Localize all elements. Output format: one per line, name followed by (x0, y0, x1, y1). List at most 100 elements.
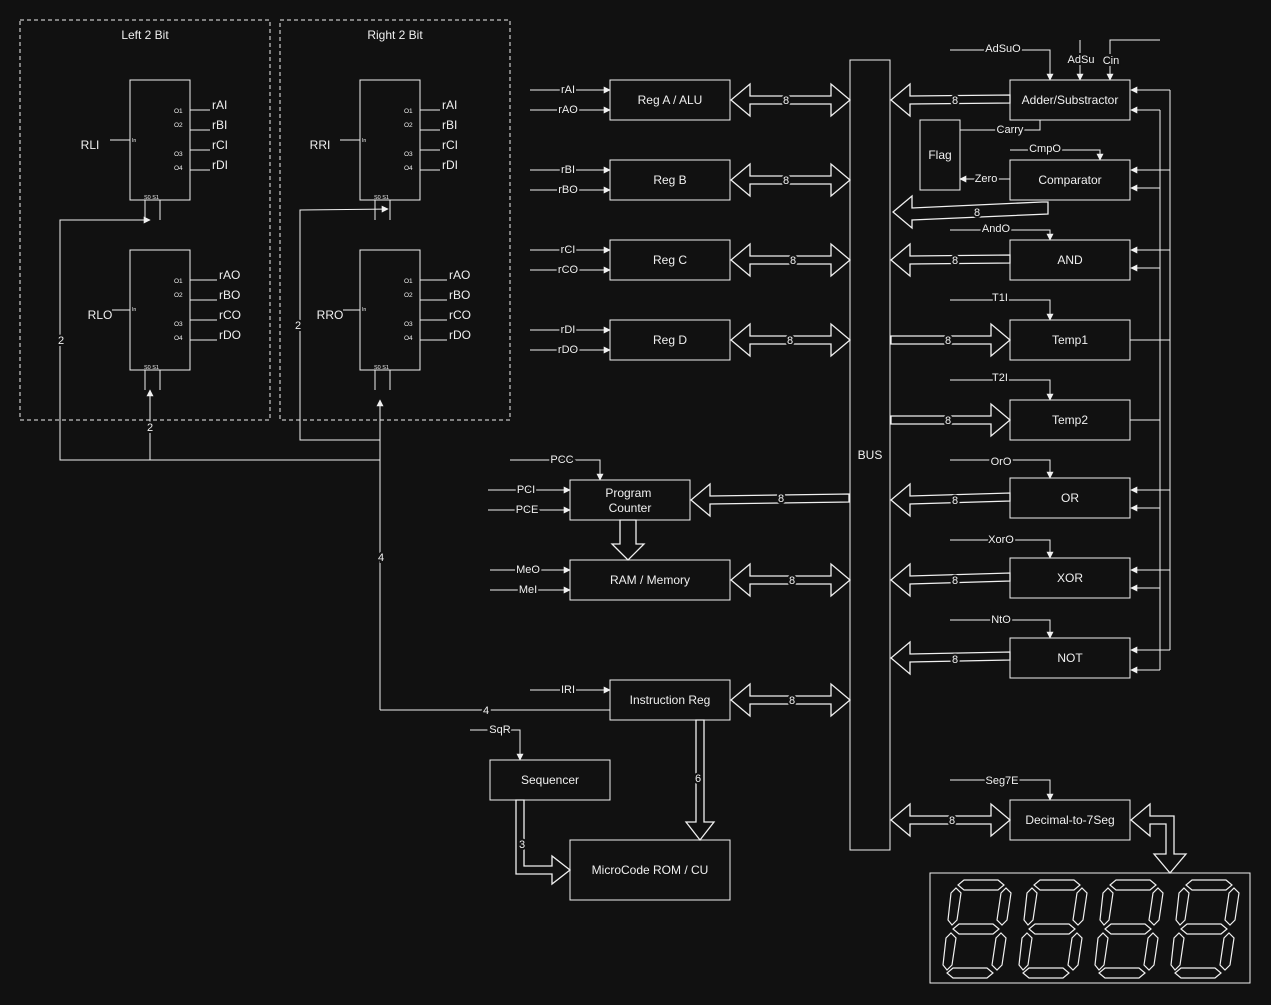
reg-a-in-signal: rAI (561, 84, 575, 96)
and-bus-arrow (889, 242, 1011, 278)
segment-c (1143, 932, 1159, 971)
adder-cin-signal: Cin (1103, 55, 1120, 67)
rli-o1-pin: O1 (174, 108, 183, 115)
control-unit: MicroCode ROM / CU (569, 839, 731, 901)
segment-a (1109, 879, 1157, 891)
reg-b-label: Reg B (653, 173, 686, 187)
flag-zero-signal: Zero (975, 173, 998, 185)
rro-o2-pin: O2 (404, 292, 413, 299)
display-digit (942, 879, 1012, 979)
decoder-label: Decimal-to-7Seg (1025, 813, 1114, 827)
bus-to-temp2-arrow (890, 402, 1012, 438)
comparator-block[interactable] (1009, 159, 1131, 201)
rro-o3-pin: O3 (404, 321, 413, 328)
rri-in-pin: In (362, 138, 366, 144)
segment-e (1094, 932, 1109, 971)
segment-g (952, 923, 1000, 935)
reg-c-bus-arrow (729, 242, 852, 278)
cu-block[interactable] (569, 839, 731, 901)
comparator-bus-width: 8 (974, 207, 980, 219)
or-label: OR (1061, 491, 1079, 505)
reg-d-bus-width: 8 (787, 335, 793, 347)
segment-a (1033, 879, 1081, 891)
sequencer-sqr-signal: SqR (489, 724, 510, 736)
register-d: rDI rDO Reg D (530, 319, 731, 361)
flag-carry-signal: Carry (997, 124, 1024, 136)
segment-g (1104, 923, 1152, 935)
memory-mei-signal: MeI (519, 584, 537, 596)
bus-to-temp1-arrow (890, 322, 1012, 358)
rlo-block[interactable] (129, 249, 191, 371)
left-2-bit-group: Left 2 Bit RLI In O1 O2 O3 O4 S0 S1 rAI … (19, 19, 271, 421)
and-label: AND (1057, 253, 1083, 267)
rlo-o2-pin: O2 (174, 292, 183, 299)
not-label: NOT (1057, 651, 1083, 665)
rri-block[interactable] (359, 79, 421, 201)
memory-bus-width: 8 (789, 575, 795, 587)
rri-o3-pin: O3 (404, 151, 413, 158)
bus-block[interactable] (849, 59, 891, 851)
left-group-title: Left 2 Bit (121, 28, 169, 42)
ir-iri-signal: IRI (561, 684, 575, 696)
reg-d-label: Reg D (653, 333, 687, 347)
rri-o1-pin: O1 (404, 108, 413, 115)
adder-adsuo-signal: AdSuO (985, 43, 1021, 55)
rlo-o4-pin: O4 (174, 335, 183, 342)
adder-bus-width: 8 (952, 95, 958, 107)
adder-adsu-signal: AdSu (1068, 54, 1095, 66)
ir-to-cu-width: 6 (695, 773, 701, 785)
pc-pce-signal: PCE (516, 504, 539, 516)
rli-out-rci: rCI (212, 138, 228, 152)
program-counter-label-line: Program (605, 486, 651, 500)
comparator-label: Comparator (1038, 173, 1101, 187)
temp-operand-wiring (1130, 86, 1171, 674)
or-bus-arrow (889, 482, 1011, 518)
not-bus-width: 8 (952, 654, 958, 666)
reg-c-label: Reg C (653, 253, 687, 267)
cu-label: MicroCode ROM / CU (592, 863, 709, 877)
rli-select-pins: S0 S1 (144, 195, 159, 201)
ir-bus-width: 8 (789, 695, 795, 707)
segment-d (1022, 967, 1070, 979)
left-bus-arrows: 8 8 8 8 8 8 8 (689, 82, 852, 718)
rlo-out-rao: rAO (219, 268, 240, 282)
rro-block[interactable] (359, 249, 421, 371)
rri-o2-pin: O2 (404, 122, 413, 129)
and-bus-width: 8 (952, 255, 958, 267)
segment-c (991, 932, 1007, 971)
seven-seg-decoder: Seg7E Decimal-to-7Seg 8 (889, 773, 1188, 875)
temp1-t1i-signal: T1I (992, 292, 1008, 304)
display-digit (1018, 879, 1088, 979)
reg-a-bus-arrow (729, 82, 852, 118)
sequencer: SqR Sequencer 3 (470, 722, 611, 886)
bus-label: BUS (858, 448, 883, 462)
adder-bus-arrow (889, 82, 1011, 118)
rlo-o3-pin: O3 (174, 321, 183, 328)
memory-label: RAM / Memory (610, 573, 690, 587)
decoder-bus-width: 8 (949, 815, 955, 827)
bus-to-pc-arrow (689, 482, 850, 518)
program-counter-label: Program Counter (605, 486, 654, 515)
register-a: rAI rAO Reg A / ALU (530, 79, 731, 121)
and-unit: AndO AND 8 (889, 221, 1131, 281)
segment-a (957, 879, 1005, 891)
flag-label: Flag (928, 148, 951, 162)
not-unit: NtO NOT 8 (889, 612, 1131, 679)
rro-select-pins: S0 S1 (374, 365, 389, 371)
rli-o2-pin: O2 (174, 122, 183, 129)
rro-label: RRO (317, 308, 344, 322)
reg-a-out-signal: rAO (558, 104, 578, 116)
adder-label: Adder/Substractor (1022, 93, 1119, 107)
rli-block[interactable] (129, 79, 191, 201)
segment-b (1224, 887, 1240, 926)
xor-xoro-signal: XorO (988, 534, 1014, 546)
segment-b (1148, 887, 1164, 926)
segment-a (1185, 879, 1233, 891)
pc-pcc-signal: PCC (550, 454, 573, 466)
flag-block[interactable] (919, 119, 961, 191)
pc-to-memory-arrow (610, 519, 646, 561)
left-select-width-top: 2 (58, 335, 64, 347)
shift-control-wiring: 2 2 2 4 4 (56, 205, 610, 719)
sequencer-block[interactable] (489, 759, 611, 801)
rri-o4-pin: O4 (404, 165, 413, 172)
